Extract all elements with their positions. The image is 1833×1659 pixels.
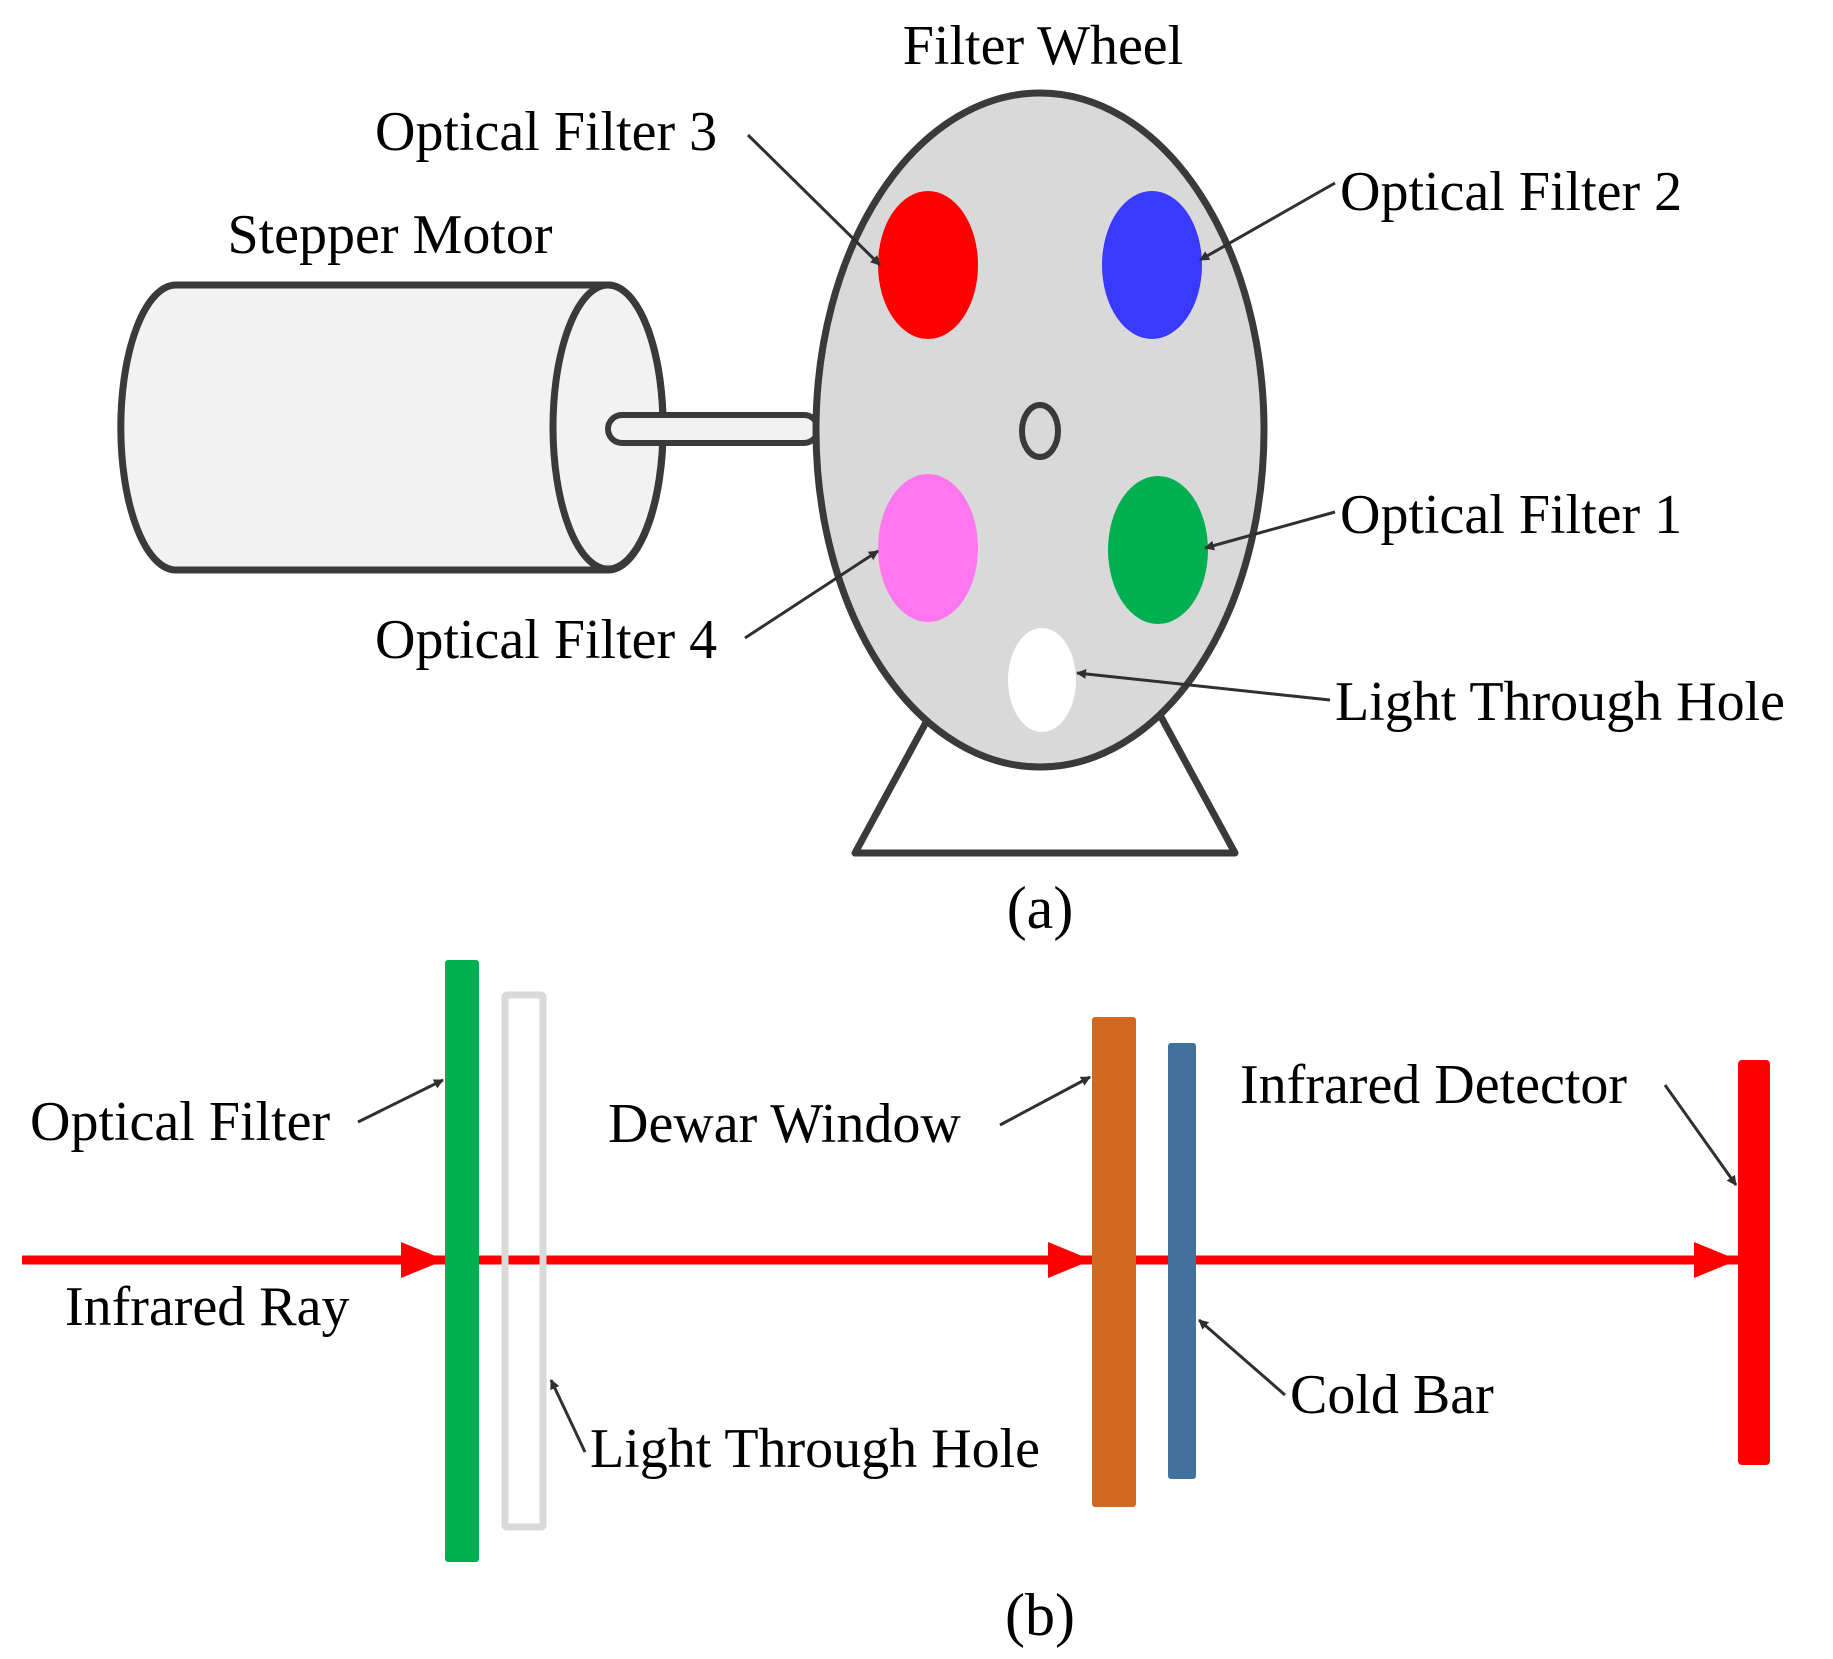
- label-optical-filter-3: Optical Filter 3: [375, 101, 717, 163]
- label-optical-filter-4: Optical Filter 4: [375, 609, 717, 671]
- wheel-stand: [851, 713, 1239, 857]
- label-infrared-detector: Infrared Detector: [1240, 1054, 1627, 1116]
- pointer-optical-filter-1: [1204, 510, 1336, 551]
- infrared-detector-bar: [1738, 1060, 1770, 1465]
- optical-filter-3: [878, 191, 978, 339]
- label-optical-filter: Optical Filter: [30, 1091, 331, 1153]
- label-light-through-hole-b: Light Through Hole: [590, 1418, 1040, 1480]
- label-infrared-ray: Infrared Ray: [65, 1276, 350, 1338]
- label-filter-wheel: Filter Wheel: [903, 15, 1183, 77]
- pointer-optical-filter-4: [744, 549, 879, 640]
- filter-wheel: [812, 89, 1268, 771]
- pointer-light-through-hole-a: [1076, 668, 1331, 702]
- panel-b: Optical Filter Infrared Ray Light Throug…: [22, 960, 1770, 1648]
- pointer-optical-filter-3: [746, 133, 882, 267]
- pointer-optical-filter-2: [1199, 181, 1336, 262]
- pointer-cold-bar: [1198, 1318, 1286, 1397]
- cold-bar: [1168, 1043, 1196, 1479]
- label-optical-filter-2: Optical Filter 2: [1340, 161, 1682, 223]
- caption-a: (a): [1007, 875, 1074, 941]
- label-optical-filter-1: Optical Filter 1: [1340, 484, 1682, 546]
- pointer-dewar-window: [999, 1075, 1091, 1127]
- light-through-hole: [1008, 628, 1076, 732]
- label-cold-bar: Cold Bar: [1290, 1364, 1494, 1426]
- wheel-hub: [1019, 402, 1061, 460]
- pointer-infrared-detector: [1663, 1084, 1738, 1186]
- label-dewar-window: Dewar Window: [608, 1093, 961, 1155]
- panel-a: Filter Wheel Stepper Motor Optical Filte…: [117, 15, 1785, 941]
- dewar-window-bar: [1092, 1017, 1136, 1507]
- stepper-motor: [117, 281, 821, 574]
- pointer-light-through-hole-b: [549, 1379, 587, 1453]
- label-stepper-motor: Stepper Motor: [227, 204, 552, 266]
- caption-b: (b): [1005, 1582, 1075, 1648]
- optical-filter-2: [1102, 191, 1202, 339]
- pointer-optical-filter: [357, 1078, 444, 1124]
- motor-body: [117, 281, 667, 574]
- label-light-through-hole-a: Light Through Hole: [1335, 671, 1785, 733]
- optical-filter-bar: [445, 960, 479, 1562]
- motor-shaft: [605, 412, 821, 446]
- optical-filter-1: [1108, 476, 1208, 624]
- optical-filter-4: [878, 474, 978, 622]
- light-through-hole-bar: [501, 991, 547, 1531]
